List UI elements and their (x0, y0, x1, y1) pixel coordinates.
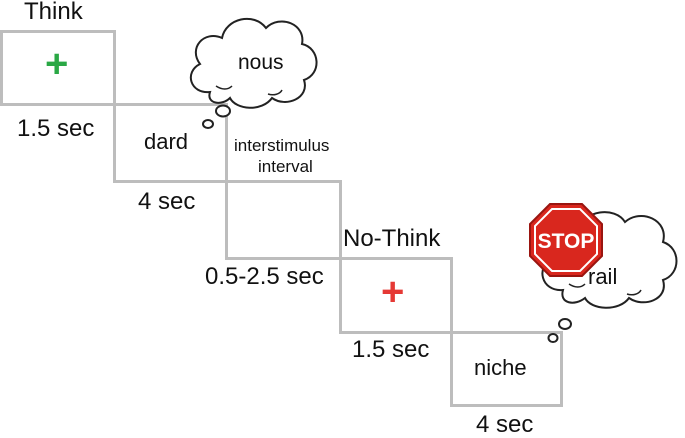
nothink-cue-duration: 4 sec (476, 411, 534, 438)
isi-box (225, 180, 342, 260)
think-cue-duration: 4 sec (138, 188, 196, 215)
nothink-thought-word: rail (588, 264, 618, 289)
isi-duration: 0.5-2.5 sec (205, 263, 324, 290)
think-thought-word: nous (238, 51, 284, 74)
nothink-fixation-cross: + (381, 270, 405, 314)
nothink-cue-word: niche (474, 355, 527, 380)
stop-sign-icon: STOP (529, 203, 603, 277)
stop-sign-text: STOP (538, 230, 595, 253)
think-cue-box (113, 103, 228, 183)
nothink-label: No-Think (343, 225, 441, 252)
isi-label-line1: interstimulus (234, 136, 330, 155)
thought-cloud-icon (189, 18, 318, 129)
isi-label-line2: interval (258, 157, 313, 176)
nothink-cue-box (450, 331, 563, 407)
think-fixation-box (0, 30, 116, 106)
think-fixation-cross: + (45, 42, 69, 86)
think-cue-word: dard (144, 129, 189, 154)
nothink-fixation-box (339, 257, 453, 334)
think-fixation-duration: 1.5 sec (17, 115, 95, 142)
think-label: Think (24, 0, 83, 25)
nothink-fixation-duration: 1.5 sec (352, 336, 430, 363)
